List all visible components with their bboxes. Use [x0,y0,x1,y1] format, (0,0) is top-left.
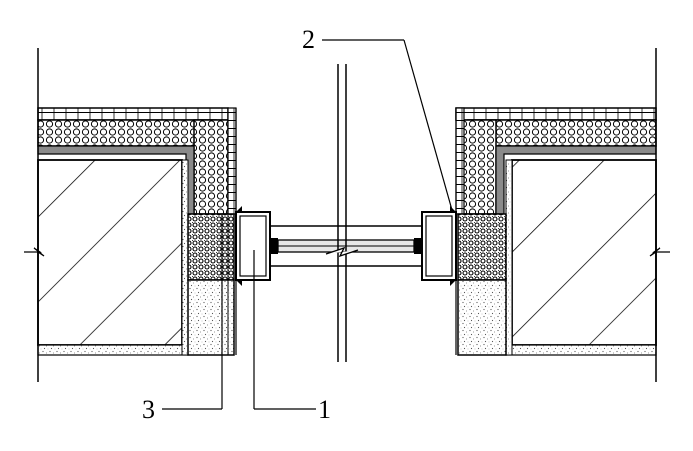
left-insulation-side [193,119,229,215]
right-block-render [505,159,513,356]
left-outer-finish [227,107,237,215]
label-3: 3 [142,395,155,424]
left-filler [187,213,235,281]
right-wall [455,48,670,382]
right-frame [421,211,457,281]
right-filler [457,213,507,281]
label-1: 1 [318,395,331,424]
right-concrete-block [511,159,657,346]
right-top-plaster [455,107,657,121]
right-outer-finish [455,107,465,215]
annotations: 2 3 1 [142,25,453,424]
right-bottom-plaster [505,344,657,356]
right-lower-render [457,279,507,356]
right-break-symbol [649,247,670,257]
label-2: 2 [302,25,315,54]
left-block-render [181,159,189,356]
left-frame [235,211,271,281]
window-assembly [235,64,457,362]
left-bottom-plaster [37,344,189,356]
left-top-plaster [37,107,229,121]
left-wall [24,48,237,382]
sealant-left-top [236,206,242,212]
left-break-symbol [24,247,45,257]
center-break-symbol [325,246,359,258]
left-insulation-top [37,119,217,147]
right-insulation-side [461,119,497,215]
left-lower-render [187,279,235,356]
left-concrete-block [37,159,183,346]
